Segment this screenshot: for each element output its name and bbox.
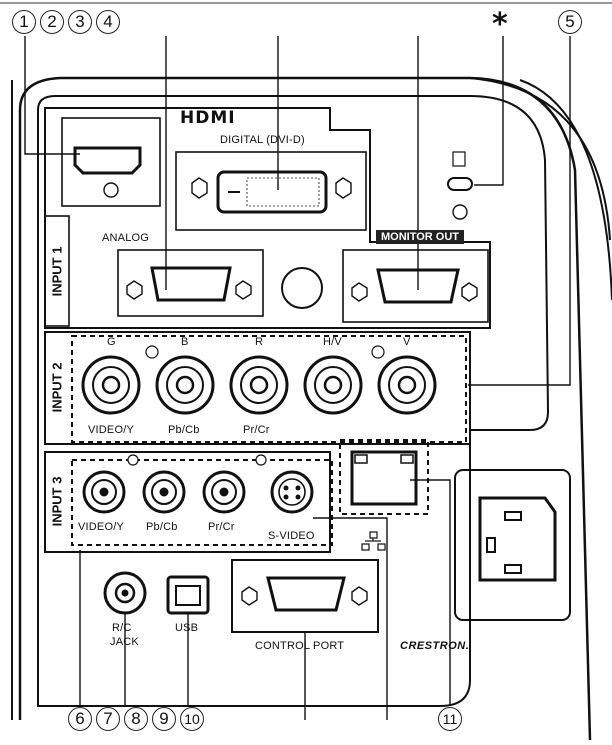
housing-outer-curve-2 xyxy=(519,79,612,301)
hdmi-logo: HDMI xyxy=(180,108,236,128)
bnc-label-pb: Pb/Cb xyxy=(168,424,200,436)
power-inlet xyxy=(478,496,557,582)
svideo-label: S-VIDEO xyxy=(268,530,315,542)
monitor-out-frame xyxy=(342,249,489,323)
input2-box xyxy=(44,331,471,445)
bnc-label-r: R xyxy=(255,336,264,348)
callout-6: 6 xyxy=(68,707,92,731)
dvi-connector xyxy=(216,170,328,214)
bnc-r xyxy=(229,355,289,415)
rca-label-pr: Pr/Cr xyxy=(208,521,235,533)
control-port-label: CONTROL PORT xyxy=(255,640,345,652)
lan-led-left xyxy=(354,454,368,464)
bnc-connectors xyxy=(81,355,437,415)
analog-frame xyxy=(117,249,264,317)
callout-3: 3 xyxy=(68,10,92,34)
input2-dot-2 xyxy=(371,345,385,359)
input3-dot-1 xyxy=(127,454,139,466)
bnc-label-b: B xyxy=(181,336,189,348)
lan-port xyxy=(350,450,418,506)
monitor-out-vga-port xyxy=(376,268,460,304)
usb-port xyxy=(166,575,210,615)
crestron-logo: CRESTRON. xyxy=(400,640,470,652)
rc-jack xyxy=(103,571,147,615)
monitor-out-label: MONITOR OUT xyxy=(376,230,465,244)
rca-label-video: VIDEO/Y xyxy=(78,521,125,533)
input2-dot-1 xyxy=(145,345,159,359)
leader-lines xyxy=(24,36,571,720)
dvi-frame xyxy=(175,151,367,231)
input1-box xyxy=(44,107,491,329)
rca-label-pb: Pb/Cb xyxy=(146,521,178,533)
analog-vga-port xyxy=(150,266,232,302)
bnc-hv xyxy=(303,355,363,415)
hdmi-port xyxy=(73,146,142,175)
dvi-screw-left xyxy=(191,177,208,199)
analog-screw-left xyxy=(126,280,143,300)
analog-round-hole xyxy=(281,267,323,309)
power-pin-top xyxy=(504,511,522,521)
input2-dashed-group xyxy=(71,335,467,443)
power-inlet-frame xyxy=(454,469,571,621)
input2-label: INPUT 2 xyxy=(49,362,65,413)
rc-label-line2: JACK xyxy=(110,636,139,648)
input3-dashed-group xyxy=(71,459,333,546)
bnc-label-g: G xyxy=(107,336,116,348)
callout-7: 7 xyxy=(96,707,120,731)
callout-10: 10 xyxy=(180,707,204,731)
lock-icon xyxy=(452,151,466,167)
callout-9: 9 xyxy=(152,707,176,731)
control-port xyxy=(266,576,346,612)
callout-star: * xyxy=(492,7,508,42)
security-screw xyxy=(452,204,468,220)
control-screw-right xyxy=(351,586,368,606)
monitor-screw-right xyxy=(461,282,478,302)
usb-label: USB xyxy=(175,622,199,634)
callout-1: 1 xyxy=(12,10,36,34)
rca-connectors xyxy=(82,470,246,514)
callout-5: 5 xyxy=(558,10,582,34)
input3-box xyxy=(44,451,331,553)
analog-screw-right xyxy=(235,280,252,300)
dvi-pins xyxy=(246,177,320,207)
rca-video xyxy=(82,470,126,514)
dvi-screw-right xyxy=(335,177,352,199)
bnc-label-hv: H/V xyxy=(323,336,342,348)
input3-dot-2 xyxy=(255,454,267,466)
power-pin-mid xyxy=(486,537,496,553)
bnc-label-pr: Pr/Cr xyxy=(243,424,270,436)
bnc-v xyxy=(377,355,437,415)
input1-side-tab xyxy=(44,215,70,327)
lan-led-right xyxy=(400,454,414,464)
callout-2: 2 xyxy=(40,10,64,34)
bnc-label-v: V xyxy=(403,336,411,348)
bnc-g xyxy=(81,355,141,415)
bnc-label-video: VIDEO/Y xyxy=(88,424,135,436)
control-port-frame xyxy=(231,559,379,633)
inner-panel xyxy=(37,95,550,707)
hdmi-screw xyxy=(103,182,119,198)
rca-pb xyxy=(142,470,186,514)
control-screw-left xyxy=(241,586,258,606)
power-pin-bottom xyxy=(504,564,522,574)
rc-label-line1: R/C xyxy=(112,622,132,634)
callout-8: 8 xyxy=(124,707,148,731)
callout-11: 11 xyxy=(438,707,462,731)
callout-4: 4 xyxy=(96,10,120,34)
security-slot xyxy=(447,177,473,191)
digital-label: DIGITAL (DVI-D) xyxy=(220,134,305,146)
hdmi-frame xyxy=(61,117,161,207)
rca-pr xyxy=(202,470,246,514)
input3-label: INPUT 3 xyxy=(49,476,65,527)
network-icon xyxy=(361,531,386,551)
analog-label: ANALOG xyxy=(102,232,150,244)
monitor-screw-left xyxy=(351,282,368,302)
bnc-b xyxy=(155,355,215,415)
input1-label: INPUT 1 xyxy=(49,246,65,297)
svideo-port xyxy=(270,470,314,514)
